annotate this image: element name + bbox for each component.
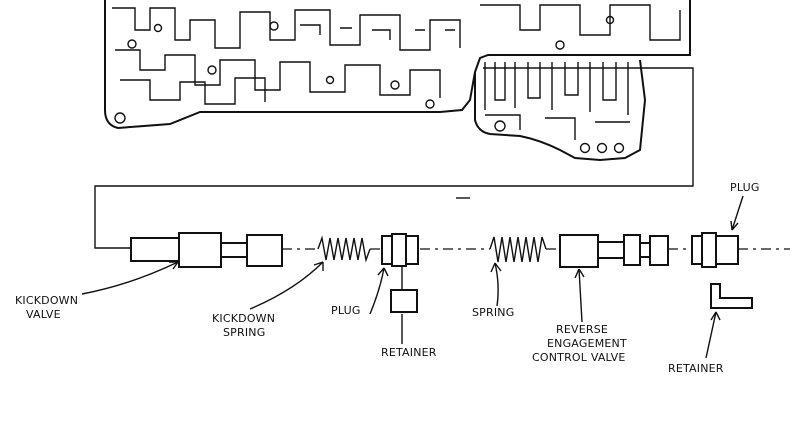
spring — [489, 236, 547, 263]
reverse-valve-label-line3: CONTROL VALVE — [532, 351, 626, 364]
plug-left — [381, 233, 419, 267]
retainer-right-label: RETAINER — [668, 362, 724, 375]
connector-bracket — [94, 67, 694, 249]
valve-body-casting — [104, 0, 691, 162]
retainer-left — [390, 266, 418, 313]
spring-label: SPRING — [472, 306, 514, 319]
reverse-engagement-control-valve — [559, 234, 669, 268]
reverse-valve-label-line2: ENGAGEMENT — [547, 337, 627, 350]
kickdown-valve-label-line1: KICKDOWN — [15, 294, 78, 307]
plug-right — [691, 232, 739, 268]
reverse-valve-label-line1: REVERSE — [556, 323, 608, 336]
labels: KICKDOWN VALVE KICKDOWN SPRING PLUG RETA… — [15, 181, 760, 375]
kickdown-spring-label-line1: KICKDOWN — [212, 312, 275, 325]
plug-right-label: PLUG — [730, 181, 760, 194]
kickdown-spring — [317, 235, 371, 263]
kickdown-spring-label-line2: SPRING — [223, 326, 265, 339]
retainer-right — [710, 283, 753, 309]
kickdown-valve — [130, 232, 283, 268]
leader-lines — [81, 195, 744, 359]
retainer-left-label: RETAINER — [381, 346, 437, 359]
plug-left-label: PLUG — [331, 304, 361, 317]
kickdown-valve-label-line2: VALVE — [26, 308, 61, 321]
